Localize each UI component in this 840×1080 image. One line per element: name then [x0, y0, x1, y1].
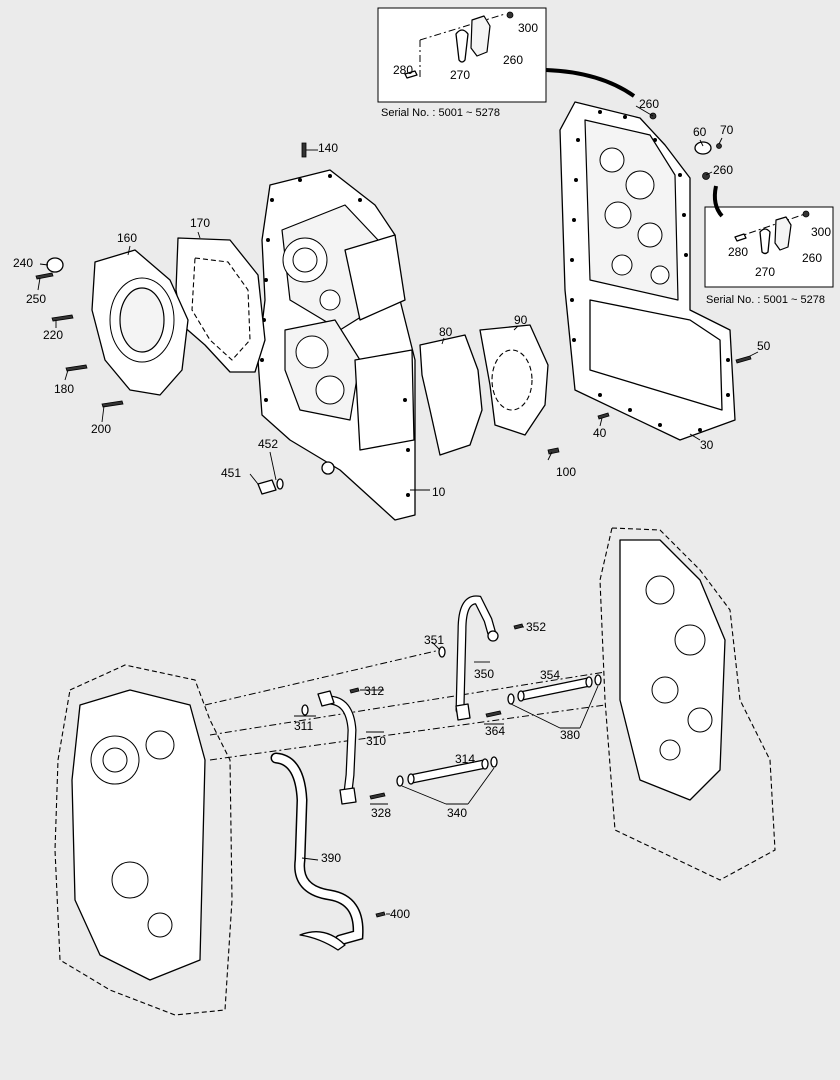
callout-354: 354 [540, 668, 560, 682]
bolt-200 [101, 400, 124, 408]
callout-80: 80 [439, 325, 453, 339]
callout-250: 250 [26, 292, 46, 306]
lower-front-housing [54, 664, 233, 1016]
pipe-350 [456, 596, 496, 714]
callout-10: 10 [432, 485, 446, 499]
inset-top-label-280: 280 [393, 63, 413, 77]
callout-352: 352 [526, 620, 546, 634]
gasket-170 [175, 237, 266, 373]
serial-note-right: Serial No. : 5001 ~ 5278 [706, 294, 825, 306]
oring-340-left [396, 775, 404, 787]
inset-right-label-300: 300 [811, 225, 831, 239]
bolt-328 [369, 792, 386, 800]
inset-top-pin-280 [404, 70, 418, 79]
callout-100: 100 [556, 465, 576, 479]
pin-40 [597, 412, 610, 420]
inset-right-label-270: 270 [755, 265, 775, 279]
callout-328: 328 [371, 806, 391, 820]
inset-right: 300 280 260 270 Serial No. : 5001 ~ 5278 [704, 206, 834, 306]
callout-400: 400 [390, 907, 410, 921]
callout-140: 140 [318, 141, 338, 155]
hose-390 [272, 754, 363, 944]
callout-60: 60 [693, 125, 707, 139]
seal-452 [276, 478, 284, 490]
inset-right-clip-270 [759, 228, 771, 255]
oring-380-right [594, 674, 602, 686]
main-housing-10 [257, 169, 416, 521]
callout-200: 200 [91, 422, 111, 436]
callout-240: 240 [13, 256, 33, 270]
callout-451: 451 [221, 466, 241, 480]
plug-452-seat [321, 461, 335, 475]
cover-160 [91, 249, 189, 396]
cover-60 [694, 141, 712, 155]
bolt-100 [547, 447, 560, 455]
callout-312: 312 [364, 684, 384, 698]
inset-top-label-260: 260 [503, 53, 523, 67]
bolt-364 [485, 710, 502, 718]
callout-311: 311 [294, 719, 313, 733]
bolt-400 [375, 911, 386, 918]
rear-housing-30 [559, 101, 736, 441]
callout-90: 90 [514, 313, 528, 327]
seal-240 [46, 257, 64, 273]
callout-40: 40 [593, 426, 607, 440]
callout-350: 350 [474, 667, 494, 681]
inset-top-pointer-arrow [545, 68, 636, 98]
leader-lines [37, 105, 759, 915]
callout-364: 364 [485, 724, 505, 738]
callout-70: 70 [720, 123, 734, 137]
bolt-312 [349, 687, 360, 694]
callout-260-b: 260 [713, 163, 733, 177]
plug-140 [301, 142, 307, 158]
callout-452: 452 [258, 437, 278, 451]
plug-451 [257, 479, 277, 495]
screw-70 [716, 143, 722, 149]
inset-right-pin-280 [734, 233, 747, 242]
lower-callouts: 352 351 350 354 312 311 310 364 380 314 … [294, 620, 580, 921]
callout-340: 340 [447, 806, 467, 820]
oring-380-left [507, 693, 515, 705]
inset-right-label-280: 280 [728, 245, 748, 259]
inset-right-label-260: 260 [802, 251, 822, 265]
inset-top-label-300: 300 [518, 21, 538, 35]
inset-right-lever-260 [774, 216, 792, 251]
pipe-350-fitting [455, 703, 471, 721]
callout-380: 380 [560, 728, 580, 742]
callout-390: 390 [321, 851, 341, 865]
callout-180: 180 [54, 382, 74, 396]
baffle-90 [479, 324, 549, 436]
inset-top-lever-260 [470, 15, 491, 57]
inset-right-pointer-arrow [712, 185, 724, 218]
callout-351: 351 [424, 633, 444, 647]
bolt-220 [51, 314, 74, 322]
oring-340-right [490, 756, 498, 768]
inset-top-clip-270 [455, 29, 469, 63]
callout-310: 310 [366, 734, 386, 748]
baffle-80 [419, 334, 483, 456]
callout-160: 160 [117, 231, 137, 245]
bolt-352 [513, 623, 524, 630]
lower-rear-housing [599, 527, 776, 881]
callout-50: 50 [757, 339, 771, 353]
oring-351 [438, 646, 446, 658]
inset-top-label-270: 270 [450, 68, 470, 82]
inset-top-bolt-300 [506, 11, 514, 19]
callout-30: 30 [700, 438, 714, 452]
oring-311 [301, 704, 309, 716]
bolt-180 [65, 364, 88, 372]
upper-callouts: 260 60 70 260 140 170 160 240 250 220 18… [13, 97, 771, 499]
callout-170: 170 [190, 216, 210, 230]
callout-314: 314 [455, 752, 475, 766]
inset-right-bolt-300 [802, 210, 810, 218]
callout-220: 220 [43, 328, 63, 342]
bolt-50 [735, 355, 752, 364]
inset-top: 300 260 280 270 Serial No. : 5001 ~ 5278 [377, 7, 547, 119]
bolt-250 [35, 272, 54, 280]
serial-note-top: Serial No. : 5001 ~ 5278 [381, 107, 500, 119]
callout-260-a: 260 [639, 97, 659, 111]
